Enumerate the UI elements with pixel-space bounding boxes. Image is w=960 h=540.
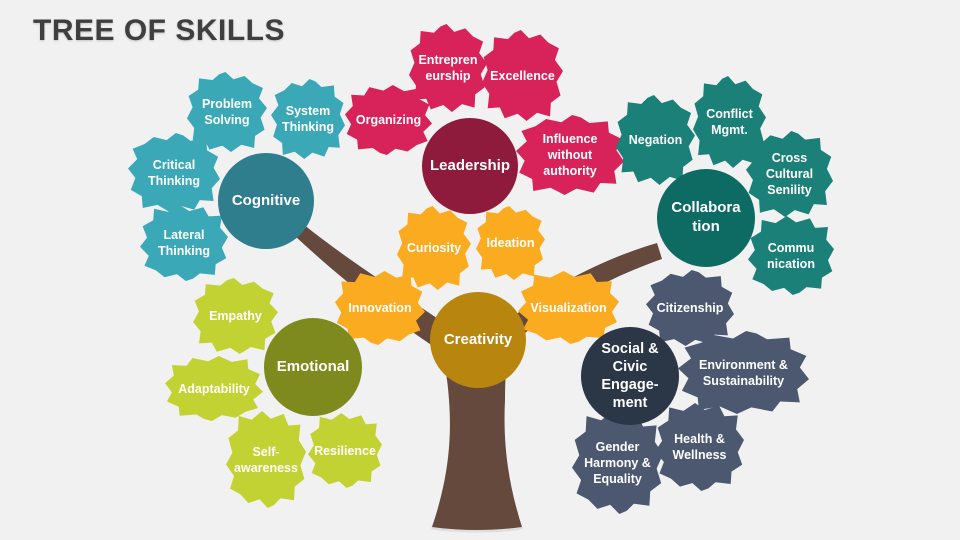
leaf-influence-without-authority: Influence without authority	[516, 115, 624, 195]
leaf-label: Organizing	[355, 113, 422, 127]
cluster-label: Social & Civic Engage-ment	[601, 340, 659, 412]
leaf-visualization: Visualization	[518, 271, 619, 344]
tree-branch-right	[504, 243, 662, 350]
leaf-label: Ideation	[486, 236, 535, 250]
cluster-label: Leadership	[429, 156, 511, 174]
leaf-ideation: Ideation	[476, 206, 545, 280]
leaf-label: Curiosity	[406, 241, 462, 255]
leaf-label: Negation	[628, 133, 683, 147]
leaf-label: Conflict Mgmt.	[706, 107, 753, 137]
cluster-label: Creativity	[443, 330, 513, 348]
leaf-label: Gender Harmony & Equality	[584, 439, 651, 486]
leaf-label: System Thinking	[281, 104, 335, 134]
leaf-label: Innovation	[348, 301, 412, 315]
leaf-label: Cross Cultural Senility	[765, 151, 814, 197]
leaf-communication: Commu nication	[748, 216, 834, 295]
leaf-cross-cultural-senility: Cross Cultural Senility	[746, 131, 833, 217]
leaf-gender-harmony-equality: Gender Harmony & Equality	[572, 411, 663, 514]
cluster-circle-cognitive: Cognitive	[218, 153, 314, 249]
leaf-label: Excellence	[490, 68, 555, 83]
leaf-resilience: Resilience	[308, 413, 382, 488]
leaf-label: Resilience	[314, 443, 376, 458]
leaf-empathy: Empathy	[193, 278, 278, 354]
leaf-label: Problem Solving	[201, 97, 252, 127]
leaf-innovation: Innovation	[335, 271, 425, 345]
leaf-label: Entrepren eurship	[418, 53, 478, 83]
leaf-excellence: Excellence	[482, 30, 563, 121]
leaf-organizing: Organizing	[345, 85, 432, 155]
leaf-lateral-thinking: Lateral Thinking	[140, 205, 228, 281]
leaf-label: Citizenship	[656, 301, 724, 315]
leaf-critical-thinking: Critical Thinking	[128, 133, 220, 212]
leaf-label: Environment & Sustainability	[699, 357, 788, 388]
leaf-self-awareness: Self-awareness	[226, 411, 306, 508]
leaf-environment-sustainability: Environment & Sustainability	[678, 331, 809, 414]
cluster-circle-collaboration: Collabora tion	[657, 169, 755, 267]
leaf-label: Influence without authority	[542, 132, 598, 178]
cluster-label: Emotional	[276, 357, 350, 375]
leaf-adaptability: Adaptability	[165, 356, 263, 421]
cluster-circle-emotional: Emotional	[264, 318, 362, 416]
cluster-label: Cognitive	[231, 191, 301, 209]
leaf-label: Self-awareness	[234, 444, 298, 475]
tree-trunk	[432, 338, 522, 530]
leaf-negation: Negation	[616, 95, 695, 185]
leaf-citizenship: Citizenship	[646, 270, 734, 346]
cluster-circle-social-civic-engagement: Social & Civic Engage-ment	[581, 327, 679, 425]
leaf-problem-solving: Problem Solving	[187, 72, 267, 152]
cluster-label: Collabora tion	[671, 199, 741, 235]
leaf-label: Empathy	[209, 309, 262, 323]
leaf-health-wellness: Health & Wellness	[655, 403, 744, 491]
page-title: TREE OF SKILLS	[33, 14, 286, 47]
leaf-label: Lateral Thinking	[157, 228, 211, 258]
leaf-system-thinking: System Thinking	[271, 79, 345, 159]
leaf-entrepreneurship: Entrepren eurship	[409, 24, 487, 112]
leaf-label: Critical Thinking	[147, 157, 201, 188]
leaf-label: Commu nication	[767, 240, 815, 271]
leaf-label: Adaptability	[178, 381, 250, 396]
cluster-circle-leadership: Leadership	[422, 118, 518, 214]
cluster-circle-creativity: Creativity	[430, 292, 526, 388]
leaf-label: Visualization	[530, 300, 607, 315]
leaf-label: Health & Wellness	[672, 432, 727, 462]
